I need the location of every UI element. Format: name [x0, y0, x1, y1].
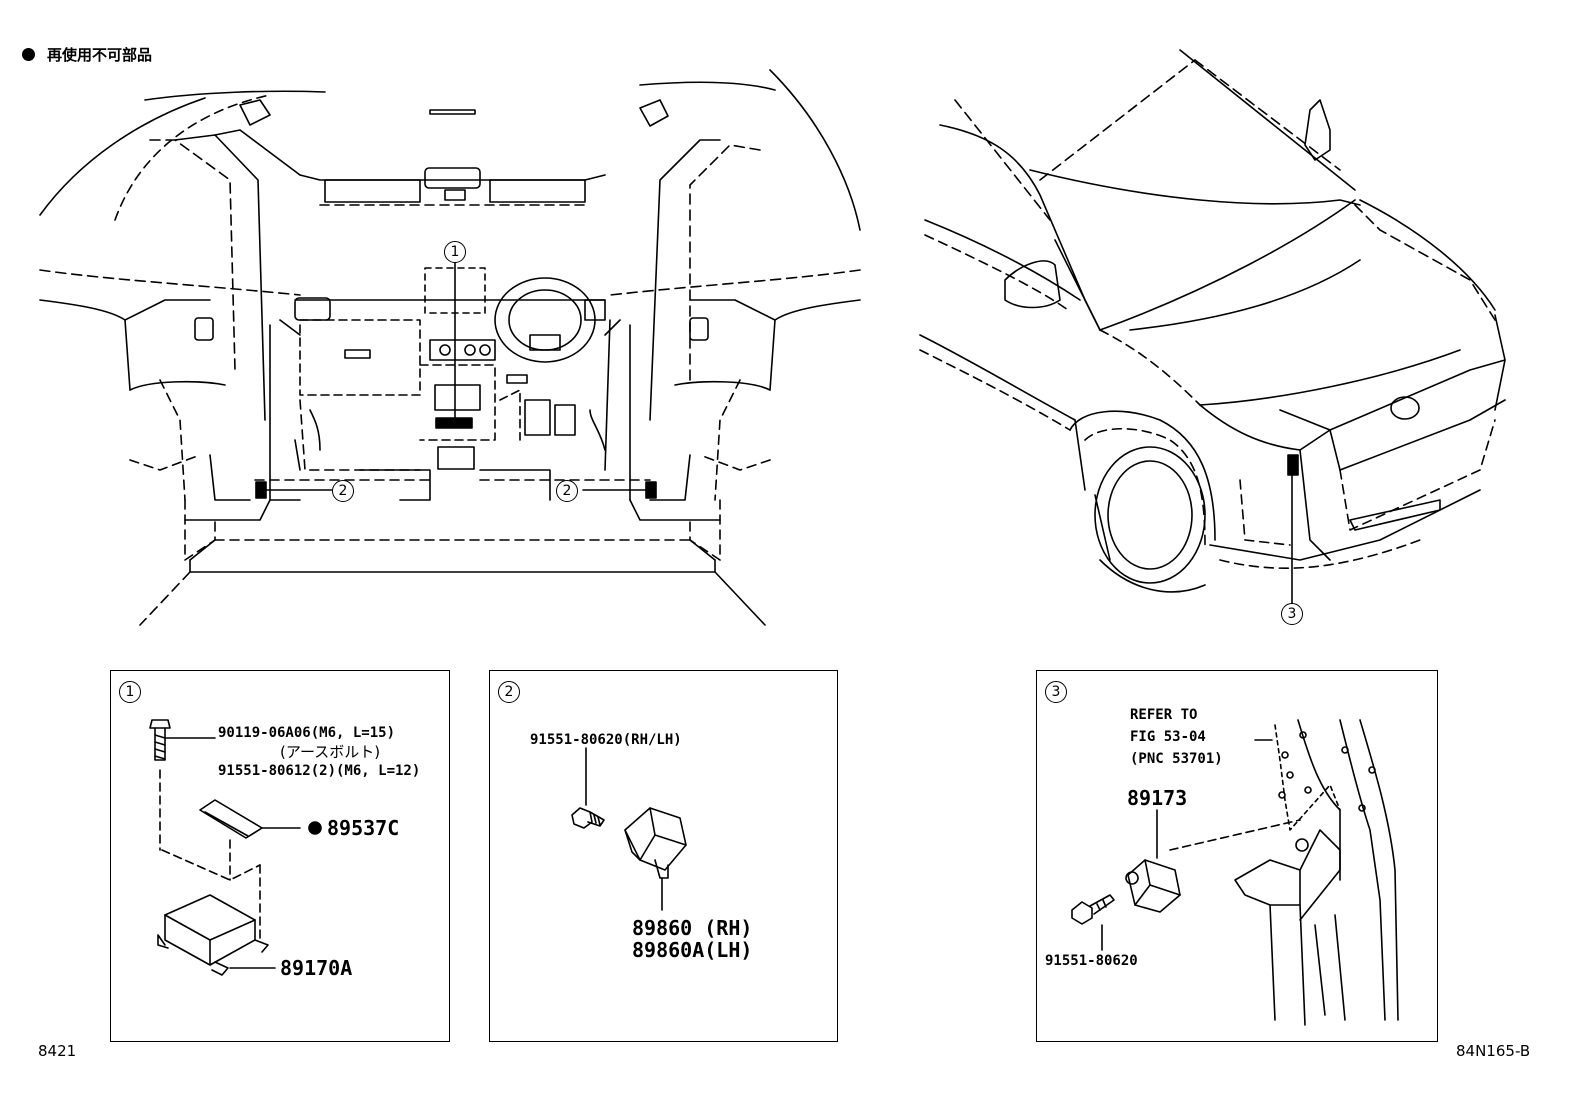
part-label-89860-rh[interactable]: 89860 (RH)	[632, 916, 753, 940]
detail-box-1-number: 1	[119, 681, 141, 703]
legend-non-reusable: 再使用不可部品	[22, 44, 152, 65]
callout-2-left[interactable]: 2	[332, 480, 354, 502]
non-reusable-dot-icon	[22, 48, 35, 61]
detail-box-3: 3	[1036, 670, 1438, 1042]
footer-left-code: 8421	[38, 1042, 77, 1060]
footer-right-code: 84N165-B	[1456, 1042, 1531, 1060]
detail-box-2-number: 2	[498, 681, 520, 703]
part-note-ground-bolt: (アースボルト)	[280, 743, 381, 761]
part-label-bolt-91551-80620[interactable]: 91551-80620	[1045, 953, 1138, 969]
part-label-89537C[interactable]: 89537C	[327, 816, 400, 840]
front-exterior-view	[919, 49, 1506, 604]
part-label-89170A[interactable]: 89170A	[280, 956, 353, 980]
callout-3[interactable]: 3	[1281, 603, 1303, 625]
refer-to-pnc: (PNC 53701)	[1130, 751, 1223, 767]
part-label-ground-bolt[interactable]: 90119-06A06(M6, L=15)	[218, 725, 396, 741]
box3-drawing	[1071, 719, 1399, 1026]
interior-view	[39, 69, 861, 626]
part-label-bolt-91551-80620-rh-lh[interactable]: 91551-80620(RH/LH)	[530, 732, 682, 748]
callout-1[interactable]: 1	[444, 241, 466, 263]
box2-drawing	[571, 747, 687, 911]
part-label-89860A-lh[interactable]: 89860A(LH)	[632, 938, 753, 962]
detail-box-1: 1	[110, 670, 450, 1042]
callout-2-right[interactable]: 2	[556, 480, 578, 502]
box1-drawing	[149, 719, 322, 976]
refer-to-line-1: REFER TO	[1130, 707, 1198, 723]
detail-box-3-number: 3	[1045, 681, 1067, 703]
legend-text: 再使用不可部品	[47, 46, 153, 64]
detail-box-2: 2	[489, 670, 838, 1042]
part-label-bolt-91551-80612[interactable]: 91551-80612(2)(M6, L=12)	[218, 763, 421, 779]
part-label-89173[interactable]: 89173	[1127, 786, 1188, 810]
refer-to-fig-link[interactable]: FIG 53-04	[1130, 729, 1206, 745]
